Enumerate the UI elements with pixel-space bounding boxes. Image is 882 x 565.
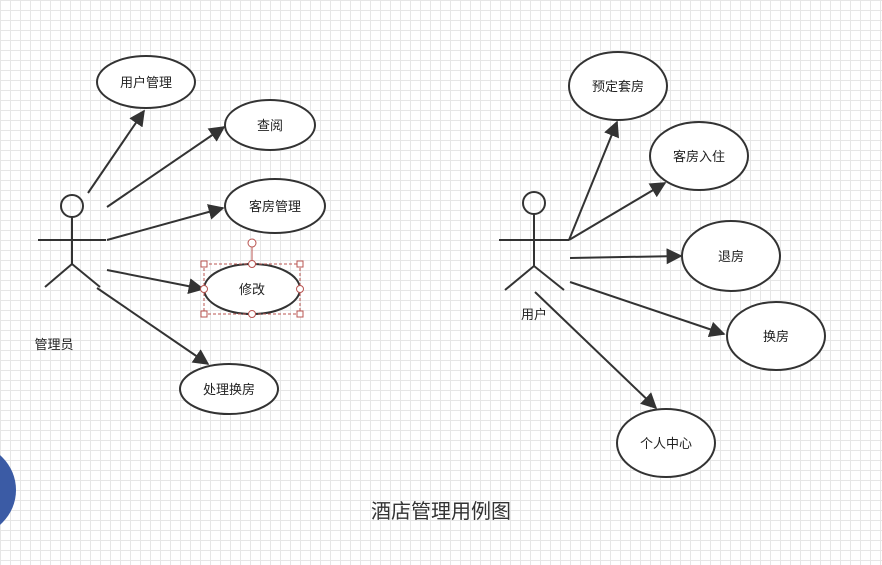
use-case-reserve[interactable]: 预定套房 (568, 51, 668, 121)
use-case-checkout-label: 退房 (718, 249, 744, 265)
arrow-admin-handle-swap[interactable] (96, 287, 210, 365)
user-actor-label: 用户 (521, 307, 547, 323)
use-case-handle-swap-label: 处理换房 (203, 382, 255, 398)
side-shape (0, 455, 16, 525)
arrow-user-checkin[interactable] (568, 182, 667, 241)
use-case-browse[interactable]: 查阅 (224, 99, 316, 151)
connection-point-top[interactable] (248, 260, 256, 268)
admin-actor-leg-right (71, 263, 101, 288)
use-case-modify-label: 修改 (239, 283, 265, 298)
admin-actor-leg-left (44, 263, 73, 288)
arrow-admin-user-mgmt[interactable] (87, 109, 145, 194)
use-case-checkin[interactable]: 客房入住 (649, 121, 749, 191)
user-actor-leg-left (504, 265, 535, 291)
resize-handle-top-left[interactable] (200, 260, 208, 268)
resize-handle-bottom-right[interactable] (296, 310, 304, 318)
resize-handle-bottom-left[interactable] (200, 310, 208, 318)
arrow-user-reserve[interactable] (568, 120, 619, 241)
use-case-checkout[interactable]: 退房 (681, 220, 781, 292)
arrow-user-checkout[interactable] (569, 248, 683, 265)
admin-actor-label: 管理员 (34, 338, 73, 353)
use-case-reserve-label: 预定套房 (592, 79, 644, 95)
connection-point-bottom[interactable] (248, 310, 256, 318)
use-case-room-mgmt[interactable]: 客房管理 (224, 178, 326, 234)
use-case-browse-label: 查阅 (257, 119, 283, 134)
use-case-user-mgmt[interactable]: 用户管理 (96, 55, 196, 109)
use-case-swap[interactable]: 换房 (726, 301, 826, 371)
connection-point-left[interactable] (200, 285, 208, 293)
arrow-admin-room-mgmt[interactable] (106, 204, 225, 241)
use-case-modify[interactable]: 修改 (203, 263, 301, 315)
user-actor[interactable] (499, 191, 569, 291)
arrow-user-center[interactable] (534, 291, 658, 410)
use-case-checkin-label: 客房入住 (673, 149, 725, 165)
diagram-title[interactable]: 酒店管理用例图 (371, 499, 511, 523)
connection-point-right[interactable] (296, 285, 304, 293)
use-case-handle-swap[interactable]: 处理换房 (179, 363, 279, 415)
selection-box[interactable] (200, 238, 304, 318)
use-case-swap-label: 换房 (763, 329, 789, 345)
use-case-room-mgmt-label: 客房管理 (249, 199, 301, 215)
admin-actor[interactable] (38, 194, 106, 288)
resize-handle-top-right[interactable] (296, 260, 304, 268)
arrow-admin-browse[interactable] (106, 126, 226, 208)
arrow-user-swap[interactable] (569, 281, 726, 337)
arrow-admin-modify[interactable] (106, 269, 205, 295)
use-case-center-label: 个人中心 (640, 437, 692, 452)
use-case-user-mgmt-label: 用户管理 (120, 75, 172, 91)
rotate-handle[interactable] (247, 238, 257, 248)
user-actor-leg-right (533, 265, 565, 291)
use-case-center[interactable]: 个人中心 (616, 408, 716, 478)
user-actor-head (522, 191, 546, 215)
admin-actor-head (60, 194, 84, 218)
